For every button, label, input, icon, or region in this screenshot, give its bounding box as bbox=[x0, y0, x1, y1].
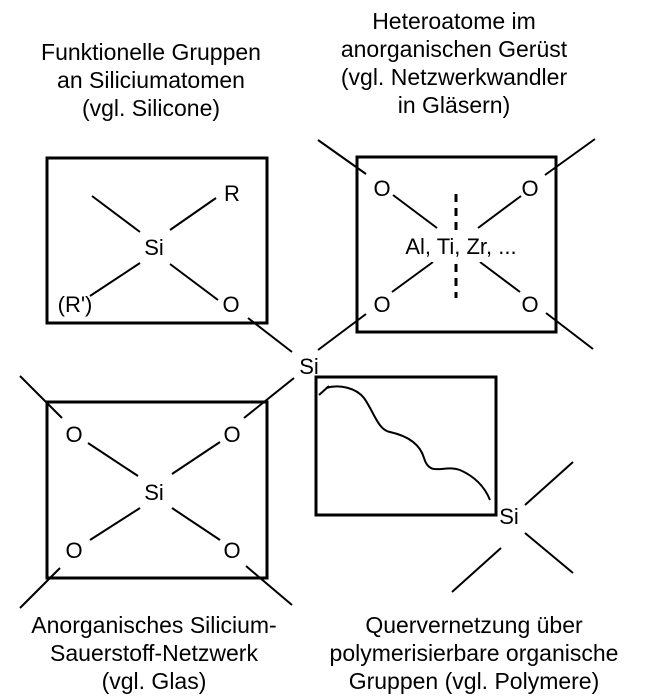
bond-line bbox=[451, 547, 502, 593]
oxygen-atom-label: O bbox=[373, 292, 390, 317]
bond-line bbox=[19, 375, 63, 419]
oxygen-atom-label: O bbox=[373, 176, 390, 201]
heteroatom-unit: O O O O Al, Ti, Zr, ... bbox=[317, 138, 596, 351]
bond-line bbox=[169, 263, 219, 301]
functional-group-unit: Si R (R') O bbox=[45, 156, 293, 353]
caption-line: (vgl. Glas) bbox=[102, 668, 207, 694]
bond-line bbox=[171, 507, 221, 541]
r-prime-group-label: (R') bbox=[58, 292, 93, 317]
polymer-chain-curve bbox=[325, 385, 491, 501]
bond-line bbox=[89, 507, 141, 541]
unit-box bbox=[355, 155, 558, 334]
heteroatom-label: Al, Ti, Zr, ... bbox=[405, 234, 516, 259]
bond-line bbox=[479, 261, 521, 293]
caption-line: (vgl. Silicone) bbox=[82, 95, 220, 121]
label-backdrop bbox=[394, 232, 530, 262]
oxygen-atom-label: O bbox=[222, 292, 239, 317]
bond-line bbox=[318, 385, 330, 396]
oxygen-atom-label: O bbox=[65, 422, 82, 447]
bond-line bbox=[19, 567, 61, 609]
silicon-oxygen-network-unit: O O Si O O bbox=[19, 375, 295, 609]
caption-line: Funktionelle Gruppen bbox=[41, 39, 261, 65]
bond-line bbox=[392, 194, 438, 229]
bond-line bbox=[91, 195, 141, 233]
caption-line: polymerisierbare organische bbox=[330, 640, 619, 666]
bond-line bbox=[171, 441, 221, 475]
caption-functional-groups: Funktionelle Gruppen an Siliciumatomen (… bbox=[41, 39, 261, 121]
bond-line bbox=[317, 139, 367, 175]
bond-line bbox=[317, 313, 367, 351]
unit-box bbox=[314, 375, 498, 517]
caption-line: Gruppen (vgl. Polymere) bbox=[349, 668, 600, 694]
oxygen-atom-label: O bbox=[223, 538, 240, 563]
caption-line: anorganischen Gerüst bbox=[341, 36, 568, 62]
bond-line bbox=[89, 262, 141, 297]
bond-line bbox=[247, 317, 293, 353]
bond-line bbox=[245, 565, 293, 606]
polymer-crosslink-unit: Si bbox=[314, 375, 574, 593]
central-silicon-atom-label: Si bbox=[299, 354, 319, 379]
caption-line: an Siliciumatomen bbox=[57, 67, 245, 93]
caption-line: Heteroatome im bbox=[372, 8, 536, 34]
bond-line bbox=[243, 377, 295, 419]
bond-line bbox=[87, 442, 139, 477]
r-group-label: R bbox=[224, 181, 240, 206]
oxygen-atom-label: O bbox=[65, 538, 82, 563]
bond-line bbox=[524, 532, 574, 574]
bond-line bbox=[391, 261, 434, 293]
caption-line: (vgl. Netzwerkwandler bbox=[341, 64, 568, 90]
unit-box bbox=[45, 156, 269, 325]
bond-line bbox=[169, 197, 217, 231]
bond-line bbox=[545, 312, 594, 350]
bond-line bbox=[524, 461, 574, 506]
bond-line bbox=[544, 138, 596, 176]
caption-line: in Gläsern) bbox=[398, 92, 510, 118]
oxygen-atom-label: O bbox=[223, 422, 240, 447]
bond-line bbox=[477, 195, 522, 229]
caption-line: Sauerstoff-Netzwerk bbox=[50, 640, 258, 666]
caption-line: Anorganisches Silicium- bbox=[31, 612, 276, 638]
unit-box bbox=[45, 400, 269, 580]
caption-heteroatoms: Heteroatome im anorganischen Gerüst (vgl… bbox=[341, 8, 568, 118]
silicon-atom-label: Si bbox=[499, 504, 519, 529]
silicon-atom-label: Si bbox=[144, 235, 164, 260]
caption-crosslinking: Quervernetzung über polymerisierbare org… bbox=[330, 612, 619, 694]
caption-inorganic-network: Anorganisches Silicium- Sauerstoff-Netzw… bbox=[31, 612, 276, 694]
oxygen-atom-label: O bbox=[521, 176, 538, 201]
caption-line: Quervernetzung über bbox=[365, 612, 583, 638]
silicon-atom-label: Si bbox=[144, 480, 164, 505]
oxygen-atom-label: O bbox=[521, 292, 538, 317]
